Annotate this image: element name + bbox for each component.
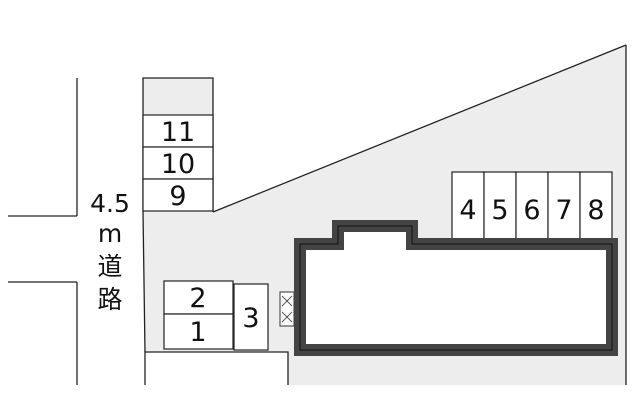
parking-slot-9: 9 — [142, 178, 214, 212]
parking-slot-7: 7 — [547, 171, 581, 241]
slot-number: 6 — [523, 195, 540, 226]
slot-number: 5 — [491, 195, 508, 226]
slot-number: 9 — [169, 181, 186, 212]
parking-slot-11: 11 — [142, 114, 214, 148]
parking-slot-4: 4 — [451, 171, 485, 241]
parking-slot-6: 6 — [515, 171, 549, 241]
slot-number: 4 — [459, 195, 476, 226]
parking-slot-1: 1 — [163, 313, 234, 350]
parking-slot-2: 2 — [163, 280, 234, 315]
cross-hatch-marker-icon — [279, 291, 295, 327]
slot-number: 8 — [587, 195, 604, 226]
slot-number: 7 — [555, 195, 572, 226]
parking-slot-3: 3 — [233, 283, 269, 351]
slot-number: 10 — [161, 149, 195, 180]
slot-number: 3 — [242, 303, 259, 334]
parking-slot-8: 8 — [579, 171, 613, 241]
building — [294, 220, 618, 356]
slot-number: 11 — [161, 117, 195, 148]
parking-slot-5: 5 — [483, 171, 517, 241]
slot-number: 2 — [189, 283, 206, 314]
road-lines — [8, 78, 78, 385]
road-unit-label: m — [98, 219, 122, 248]
road-char-1: 道 — [97, 252, 122, 281]
road-width-label: 4.5 — [90, 189, 130, 218]
slot-number: 1 — [189, 317, 206, 348]
road-char-2: 路 — [97, 285, 122, 314]
parking-slot-10: 10 — [142, 146, 214, 180]
